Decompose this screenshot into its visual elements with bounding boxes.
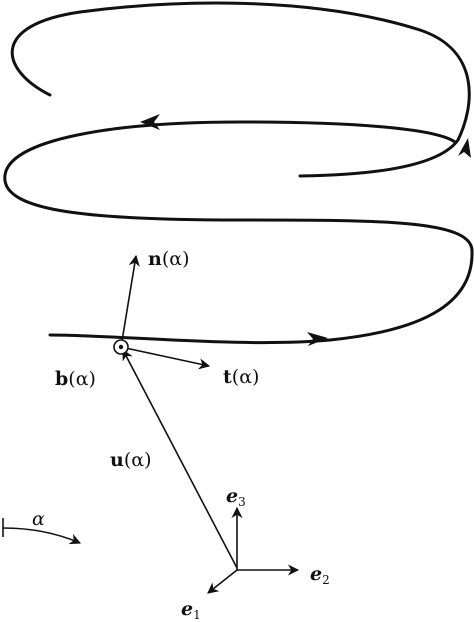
binormal-symbol-dot	[118, 344, 124, 350]
tangent-vector-arrow	[120, 346, 211, 370]
normal-vector-label: n(α)	[148, 248, 190, 270]
basis-e1-arrow	[207, 569, 238, 594]
helix-curve	[3, 1, 474, 345]
helix-direction-arrow	[307, 332, 328, 346]
position-vector-arrow	[122, 349, 238, 569]
normal-vector-arrow	[120, 254, 140, 348]
basis-e1-label: e1	[181, 598, 201, 622]
binormal-vector-label: b(α)	[55, 368, 96, 390]
parameter-arrow	[2, 527, 82, 545]
basis-e2-label: e2	[310, 563, 330, 587]
position-vector-label: u(α)	[110, 449, 152, 471]
basis-e3-label: e3	[226, 485, 246, 509]
parameter-label: α	[32, 508, 45, 530]
tangent-vector-label: t(α)	[223, 366, 260, 388]
helix-direction-arrow	[458, 138, 471, 158]
helix-direction-arrow	[140, 114, 160, 130]
